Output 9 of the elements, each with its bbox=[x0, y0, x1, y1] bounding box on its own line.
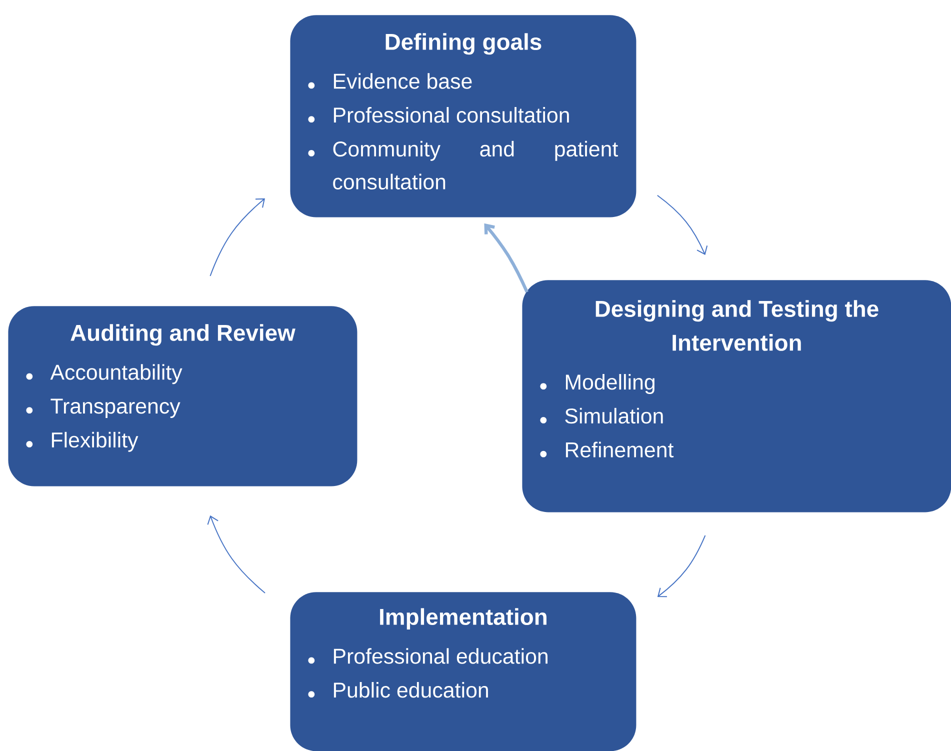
arrow bbox=[656, 194, 708, 255]
arrow bbox=[210, 198, 265, 276]
arrow bbox=[484, 223, 528, 293]
process-box: Implementation Professional education Public education bbox=[290, 592, 636, 751]
arrow bbox=[207, 515, 266, 594]
arrow bbox=[657, 534, 706, 598]
process-box: Defining goals Evidence base Professional consultation Community and patient consultation bbox=[290, 15, 636, 218]
process-box: Designing and Testing the Intervention Modelling Simulation Refinement bbox=[522, 280, 951, 512]
process-box: Auditing and Review Accountability Transparency Flexibility bbox=[8, 306, 358, 486]
